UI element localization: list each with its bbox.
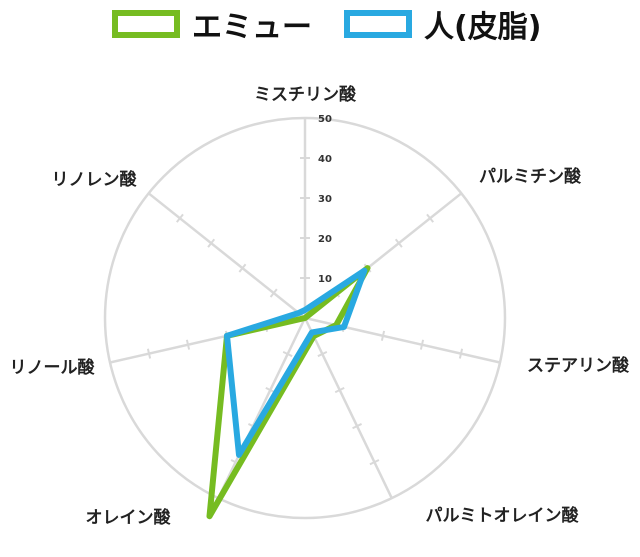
axis-tick xyxy=(380,330,386,341)
axis-tick xyxy=(207,238,216,248)
axis-tick xyxy=(317,350,328,358)
axis-label: ミスチリン酸 xyxy=(254,84,357,105)
axis-tick xyxy=(386,495,397,502)
axis-label: パルミチン酸 xyxy=(479,166,582,187)
axis-tick xyxy=(282,350,293,358)
legend-label-human-sebum: 人(皮脂) xyxy=(424,10,542,45)
axis-tick xyxy=(352,423,363,430)
tick-label: 30 xyxy=(318,194,332,205)
axis-tick xyxy=(144,188,153,198)
axis-tick xyxy=(107,357,113,368)
axis-label: パルミトオレイン酸 xyxy=(426,505,580,526)
axis-spoke xyxy=(303,317,393,499)
axis-tick xyxy=(238,263,247,273)
series-human-sebum-line xyxy=(224,267,368,458)
axis-tick xyxy=(497,357,503,368)
tick-label: 10 xyxy=(318,274,332,285)
axis-tick xyxy=(269,288,278,298)
tick-label: 50 xyxy=(318,114,332,125)
axis-tick xyxy=(457,188,466,198)
legend: エミュー 人(皮脂) xyxy=(0,0,640,50)
axis-spoke xyxy=(217,317,307,499)
axis-tick xyxy=(185,339,191,350)
legend-swatch-human-sebum xyxy=(344,10,412,38)
legend-label-emu: エミュー xyxy=(192,10,312,45)
axis-tick xyxy=(176,213,184,223)
axis-label: リノレン酸 xyxy=(52,169,138,190)
axis-tick xyxy=(369,459,380,466)
axis-tick xyxy=(334,387,345,394)
tick-label: 20 xyxy=(318,234,332,245)
axis-spoke xyxy=(147,192,306,319)
axis-tick xyxy=(146,348,152,359)
axis-tick xyxy=(419,339,425,350)
axis-tick xyxy=(426,213,434,223)
legend-swatch-emu xyxy=(112,10,180,38)
axis-label: ステアリン酸 xyxy=(527,355,630,376)
legend-item-human-sebum: 人(皮脂) xyxy=(344,6,541,45)
axis-tick xyxy=(394,238,403,248)
tick-label: 40 xyxy=(318,154,332,165)
axis-label: オレイン酸 xyxy=(86,507,172,528)
axis-tick xyxy=(458,348,464,359)
axis-label: リノール酸 xyxy=(10,357,96,378)
legend-item-emu: エミュー xyxy=(112,6,312,45)
